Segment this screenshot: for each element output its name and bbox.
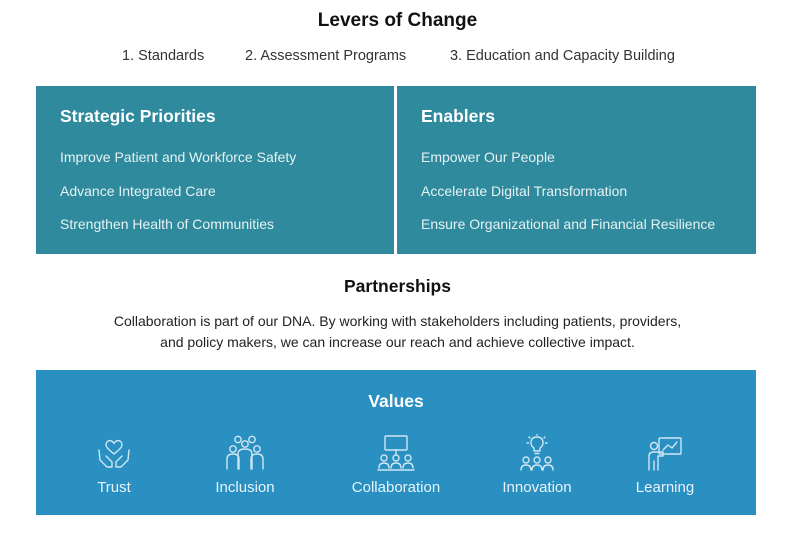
strategic-priorities-heading: Strategic Priorities [60,106,216,126]
presenter-board-icon [648,437,682,471]
meeting-board-icon [377,435,415,471]
levers-list: 1. Standards 2. Assessment Programs 3. E… [0,48,795,68]
value-label: Innovation [502,479,572,496]
priority-item: Improve Patient and Workforce Safety [60,149,297,165]
page-title: Levers of Change [317,10,478,31]
values-heading: Values [368,391,424,411]
lever-assessment-programs: 2. Assessment Programs [245,48,407,64]
strategic-priorities-list: Improve Patient and Workforce Safety Adv… [60,149,296,250]
priority-item: Strengthen Health of Communities [60,216,274,232]
heart-hands-icon [98,439,130,468]
value-innovation: Innovation [482,434,592,496]
enablers-panel: Enablers Empower Our People Accelerate D… [397,86,756,254]
lever-standards: 1. Standards [122,48,205,64]
partnerships-line-1: Collaboration is part of our DNA. By wor… [113,313,682,329]
enabler-item: Accelerate Digital Transformation [421,182,628,199]
lever-education: 3. Education and Capacity Building [450,48,675,64]
enablers-list: Empower Our People Accelerate Digital Tr… [421,149,715,250]
partnerships-description: Collaboration is part of our DNA. By wor… [0,311,795,353]
group-people-icon [226,435,264,470]
enablers-heading: Enablers [421,106,495,126]
value-learning: Learning [610,434,720,496]
strategic-priorities-panel: Strategic Priorities Improve Patient and… [36,86,394,254]
lightbulb-people-icon [520,434,554,471]
enabler-item: Empower Our People [421,149,555,165]
partnerships-heading: Partnerships [344,276,451,296]
value-label: Trust [97,479,131,496]
enabler-item: Ensure Organizational and Financial Resi… [421,216,716,232]
values-panel: Values Trust Inclusion [36,370,756,515]
value-label: Learning [635,479,695,496]
value-label: Inclusion [215,479,275,496]
priority-item: Advance Integrated Care [60,182,216,199]
value-label: Collaboration [351,479,441,496]
value-trust: Trust [59,434,169,496]
partnerships-line-2: and policy makers, we can increase our r… [160,334,635,350]
value-collaboration: Collaboration [341,434,451,496]
value-inclusion: Inclusion [190,434,300,496]
